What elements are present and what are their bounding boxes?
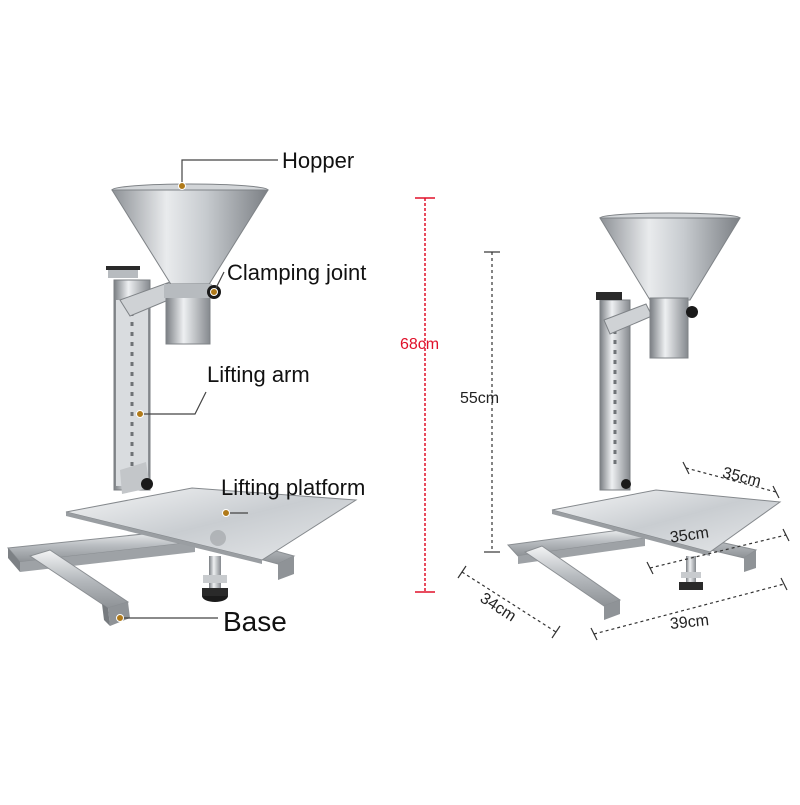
left-lifting-platform xyxy=(65,487,358,564)
hopper-label: Hopper xyxy=(282,148,355,173)
right-lifting-platform xyxy=(551,489,782,556)
left-leveling-foot xyxy=(202,556,228,602)
arm-height-label: 55cm xyxy=(460,390,500,407)
left-lifting-arm-column xyxy=(106,266,179,494)
right-dimension-lines xyxy=(457,251,790,641)
total-height-label: 68cm xyxy=(400,336,440,353)
lifting-platform-label: Lifting platform xyxy=(221,475,366,500)
left-machine xyxy=(6,183,358,626)
total-height-dimension xyxy=(415,197,435,593)
right-base-frame xyxy=(506,525,758,620)
right-leveling-foot xyxy=(679,556,703,590)
left-hopper xyxy=(111,183,269,345)
right-machine xyxy=(506,212,782,620)
lifting-arm-label: Lifting arm xyxy=(207,362,310,387)
right-lifting-arm-column xyxy=(596,292,653,491)
base-label: Base xyxy=(223,606,287,637)
right-hopper xyxy=(599,212,741,359)
leader-dots xyxy=(116,182,230,622)
clamping-joint-label: Clamping joint xyxy=(227,260,367,285)
